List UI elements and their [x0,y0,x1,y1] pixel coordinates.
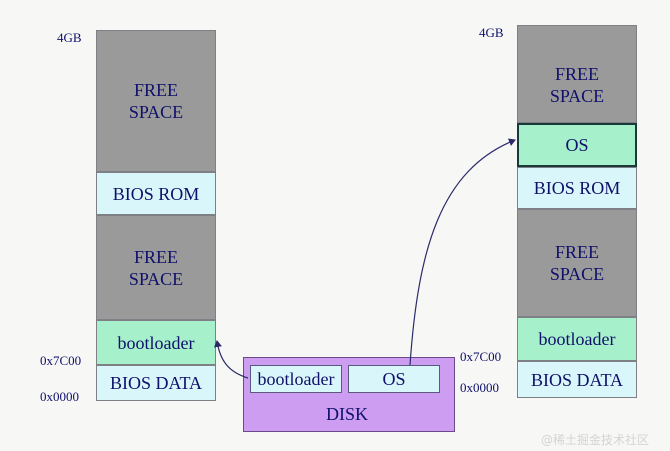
right-bootloader-text: bootloader [538,329,616,349]
disk-os-text: OS [382,368,406,389]
watermark: @稀土掘金技术社区 [541,433,650,447]
right-4gb-label: 4GB [479,25,504,40]
right-free-space-top-text: FREE SPACE [549,64,605,106]
disk-os: OS [348,365,440,393]
left-free-space-mid: FREE SPACE [96,215,216,320]
disk: bootloader OS DISK [243,357,455,432]
right-os: OS [517,123,637,167]
right-bios-rom-text: BIOS ROM [533,178,621,198]
os-load-arrow [409,138,516,366]
right-bootloader: bootloader [517,317,637,361]
right-7c00-label: 0x7C00 [460,349,502,364]
left-bootloader-text: bootloader [117,332,195,353]
right-0000-label: 0x0000 [460,380,499,395]
left-bios-data-text: BIOS DATA [109,373,203,393]
left-7c00-label: 0x7C00 [40,353,82,368]
right-free-space-mid-text: FREE SPACE [549,242,605,284]
left-bios-rom-text: BIOS ROM [112,183,200,204]
left-0000-label: 0x0000 [40,389,79,404]
right-free-space-mid: FREE SPACE [517,209,637,317]
disk-bootloader: bootloader [250,365,342,393]
left-free-space-mid-text: FREE SPACE [128,246,184,289]
left-bios-rom: BIOS ROM [96,172,216,215]
left-bootloader: bootloader [96,320,216,365]
left-4gb-label: 4GB [57,30,82,45]
left-free-space-top-text: FREE SPACE [128,80,184,122]
right-bios-rom: BIOS ROM [517,167,637,209]
bootloader-load-arrow [213,340,249,379]
right-bios-data: BIOS DATA [517,361,637,398]
disk-label: DISK [326,404,369,424]
right-bios-data-text: BIOS DATA [530,369,624,390]
left-free-space-top: FREE SPACE [96,30,216,172]
left-bios-data: BIOS DATA [96,365,216,401]
disk-bootloader-text: bootloader [257,368,335,389]
right-free-space-top: FREE SPACE [517,25,637,123]
right-os-text: OS [565,135,589,155]
